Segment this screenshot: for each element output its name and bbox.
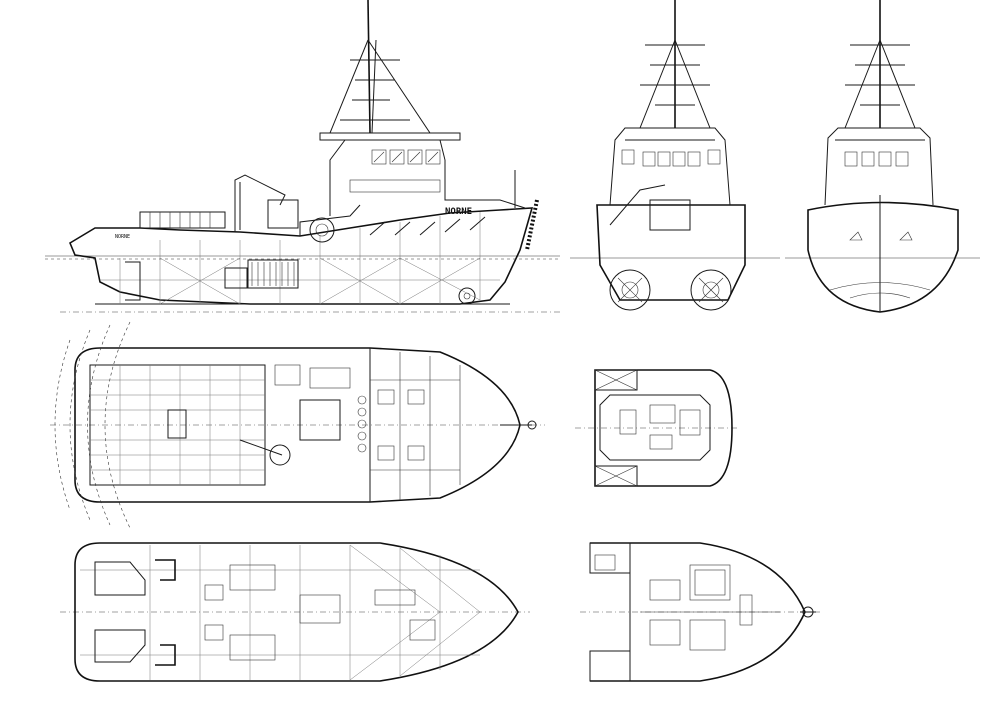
upper-deck-plan <box>580 542 820 682</box>
vessel-name-plate: NORNE <box>445 207 472 217</box>
side-elevation-view: NORNE NORNE <box>45 0 560 313</box>
main-deck-plan <box>50 321 545 529</box>
lower-deck-plan <box>60 542 530 682</box>
vessel-name-bow: NORNE <box>115 234 130 240</box>
bridge-deck-plan <box>575 369 740 487</box>
engine-symbol <box>224 259 299 289</box>
aft-elevation-view <box>570 0 780 311</box>
front-elevation-view <box>785 0 980 313</box>
